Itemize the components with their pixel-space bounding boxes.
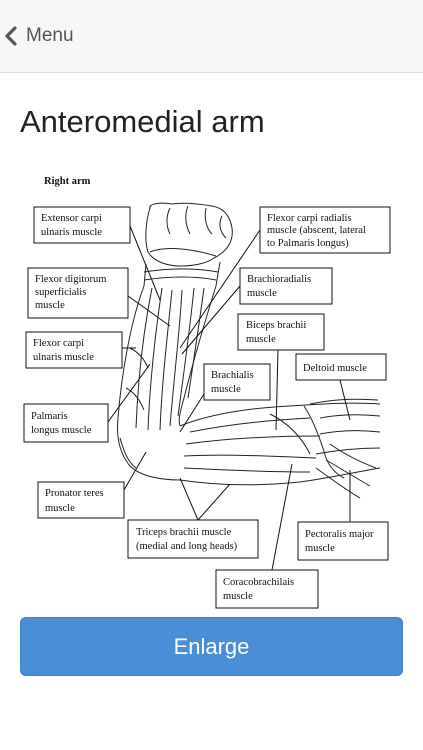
svg-text:Triceps brachii muscle: Triceps brachii muscle (136, 527, 232, 538)
chevron-left-icon (5, 26, 17, 46)
back-button[interactable]: Menu (4, 22, 74, 50)
label-brachialis: Brachialis muscle (179, 363, 271, 433)
svg-text:muscle: muscle (247, 288, 277, 299)
label-triceps-brachii: Triceps brachii muscle (medial and long … (127, 477, 259, 559)
enlarge-button[interactable]: Enlarge (20, 617, 403, 676)
svg-text:muscle: muscle (211, 384, 241, 395)
svg-text:Brachioradialis: Brachioradialis (247, 274, 311, 285)
arm-illustration (117, 202, 381, 499)
svg-text:Extensor carpi: Extensor carpi (41, 213, 102, 224)
label-brachioradialis: Brachioradialis muscle (181, 267, 333, 355)
label-coracobrachialis: Coracobrachilais muscle (215, 463, 319, 609)
label-deltoid: Deltoid muscle (295, 353, 387, 421)
svg-text:muscle: muscle (246, 334, 276, 345)
label-pronator-teres: Pronator teres muscle (37, 451, 147, 519)
svg-text:Pectoralis major: Pectoralis major (305, 529, 374, 540)
svg-text:superficialis: superficialis (35, 287, 86, 298)
svg-text:muscle: muscle (35, 300, 65, 311)
svg-text:Flexor carpi: Flexor carpi (33, 338, 84, 349)
page-title: Anteromedial arm (20, 104, 265, 139)
label-pectoralis-major: Pectoralis major muscle (297, 470, 389, 561)
svg-text:ulnaris muscle: ulnaris muscle (33, 352, 94, 363)
diagram-heading: Right arm (44, 176, 91, 187)
svg-text:longus muscle: longus muscle (31, 425, 92, 436)
label-flexor-carpi-radialis: Flexor carpi radialis muscle (abscent, l… (179, 206, 391, 349)
svg-text:Flexor carpi radialis: Flexor carpi radialis (267, 213, 352, 224)
back-button-label: Menu (26, 25, 74, 46)
arm-muscle-diagram: Right arm (20, 168, 404, 614)
svg-text:Flexor digitorum: Flexor digitorum (35, 274, 106, 285)
svg-text:muscle: muscle (223, 591, 253, 602)
svg-text:Palmaris: Palmaris (31, 411, 68, 422)
label-palmaris-longus: Palmaris longus muscle (23, 363, 151, 443)
label-biceps-brachii: Biceps brachii muscle (237, 313, 325, 431)
label-flexor-carpi-ulnaris: Flexor carpi ulnaris muscle (25, 331, 136, 369)
arm-diagram-svg: Right arm (23, 176, 391, 609)
svg-text:muscle: muscle (45, 503, 75, 514)
svg-text:Brachialis: Brachialis (211, 370, 254, 381)
svg-text:Coracobrachilais: Coracobrachilais (223, 577, 294, 588)
svg-text:ulnaris muscle: ulnaris muscle (41, 227, 102, 238)
svg-text:Pronator teres: Pronator teres (45, 488, 104, 499)
svg-text:(medial and long heads): (medial and long heads) (136, 541, 238, 552)
svg-text:muscle (abscent, lateral: muscle (abscent, lateral (267, 225, 366, 236)
navigation-bar: Menu (0, 0, 423, 73)
svg-text:Deltoid muscle: Deltoid muscle (303, 363, 367, 374)
svg-text:to Palmaris longus): to Palmaris longus) (267, 238, 349, 249)
label-flexor-digitorum-superficialis: Flexor digitorum superficialis muscle (27, 267, 171, 327)
svg-text:Biceps brachii: Biceps brachii (246, 320, 306, 331)
label-extensor-carpi-ulnaris: Extensor carpi ulnaris muscle (33, 206, 161, 301)
svg-text:muscle: muscle (305, 543, 335, 554)
